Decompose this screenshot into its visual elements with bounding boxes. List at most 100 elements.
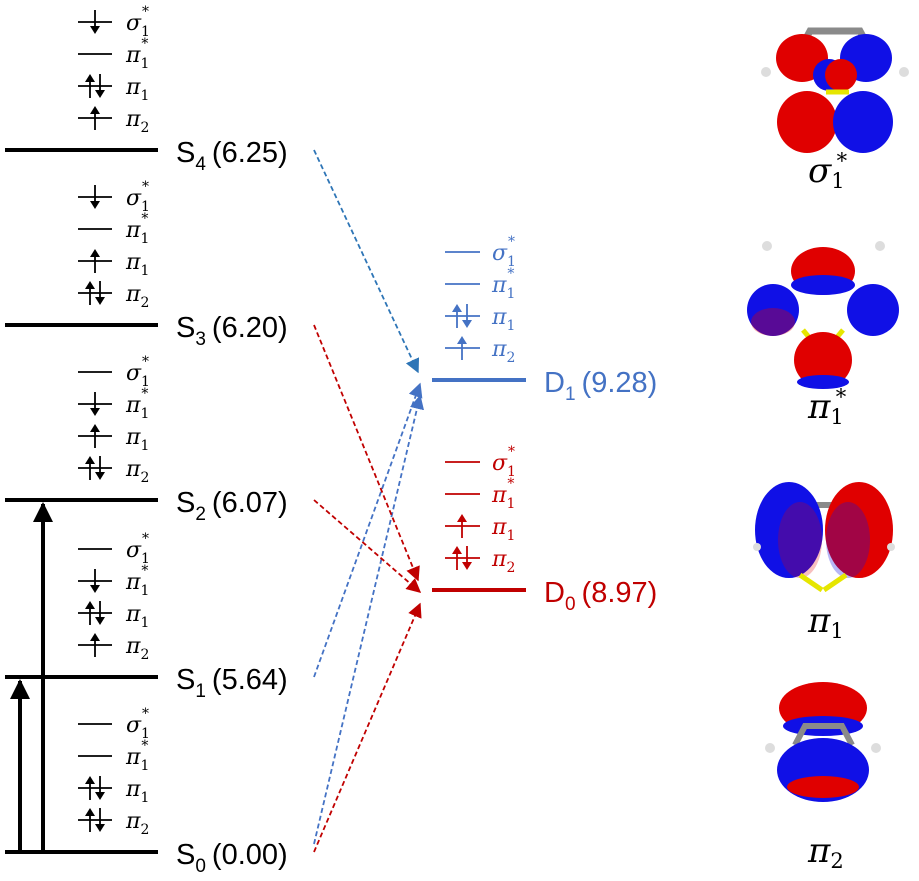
spin-up-head	[85, 456, 95, 464]
spin-up-head	[85, 74, 95, 82]
orbital-subscript: 1	[506, 496, 515, 512]
state-levels: S4(6.25)σ1*π1*π1π2S3(6.20)σ1*π1*π1π2S2(6…	[5, 4, 657, 877]
orbital-superscript: *	[142, 706, 149, 722]
orbital-superscript: *	[508, 444, 515, 460]
orbital-label: π1*	[491, 476, 515, 512]
mo-picture-pi1star	[747, 241, 899, 389]
spin-down-head	[462, 320, 472, 328]
orbital-label: π1*	[491, 266, 515, 302]
orbital-label: σ1*	[126, 179, 150, 215]
orbital-superscript: *	[142, 354, 149, 370]
orbital-label: π1	[125, 777, 149, 806]
orbital-subscript: 2	[140, 822, 149, 838]
orbital-subscript: 1	[140, 406, 149, 422]
mo-picture-sigma1star	[761, 27, 909, 153]
orbital-symbol: π	[125, 570, 141, 595]
spin-down-head	[95, 472, 105, 480]
orbital-subscript: 2	[140, 120, 149, 136]
orbital-label: π1	[125, 425, 149, 454]
orbital-subscript: 1	[140, 88, 149, 104]
state-label: S2(6.07)	[176, 487, 288, 525]
spin-down-head	[90, 26, 100, 34]
orbital-symbol: π	[125, 250, 141, 275]
orbital-label: π2	[125, 809, 149, 838]
orbital-label: σ1 *	[126, 354, 150, 390]
orbital-symbol: π	[125, 602, 141, 627]
orbital-label: π2	[125, 634, 149, 663]
orbital-superscript: *	[141, 563, 148, 579]
state-label: D0(8.97)	[544, 577, 657, 615]
orbital-symbol: π	[125, 777, 141, 802]
orbital-subscript: 1	[831, 169, 844, 193]
orbital-subscript: 1	[507, 254, 516, 270]
orbital-symbol: σ	[808, 151, 832, 191]
orbital-label: σ1*	[126, 4, 150, 40]
orbital-symbol: π	[491, 547, 507, 572]
orbital-symbol: π	[807, 831, 831, 871]
orbital-symbol: σ	[126, 11, 142, 36]
spin-up-head	[452, 304, 462, 312]
orbital-symbol: σ	[126, 713, 142, 738]
orbital-subscript: 2	[140, 647, 149, 663]
spin-up-head	[457, 336, 467, 344]
orbital-label: π1*	[125, 36, 149, 72]
orbital-subscript: 1	[141, 24, 150, 40]
orbital-superscript: *	[507, 266, 514, 282]
state-letter: D	[544, 577, 565, 609]
orbital-subscript: 1	[830, 405, 843, 429]
orbital-symbol: π	[125, 218, 141, 243]
orbital-label: π1*	[125, 563, 149, 599]
orbital-symbol: σ	[126, 361, 142, 386]
spin-up-head	[90, 633, 100, 641]
orbital-symbol: σ	[492, 451, 508, 476]
orbital-symbol: π	[125, 43, 141, 68]
orbital-subscript: 1	[140, 758, 149, 774]
mo-label-sigma1star: σ1*	[808, 149, 848, 193]
state-energy: (5.64)	[212, 664, 288, 696]
orbital-label: π1	[491, 305, 515, 334]
mo-label-pi2: π2	[807, 831, 844, 873]
spin-down-head	[90, 585, 100, 593]
state-energy: (0.00)	[212, 839, 288, 871]
transition-arrows	[9, 149, 425, 853]
mo-label-pi1: π1	[807, 601, 844, 643]
orbital-subscript: 1	[507, 464, 516, 480]
orbital-superscript: *	[142, 179, 149, 195]
orbital-subscript: 1	[140, 615, 149, 631]
orbital-symbol: π	[807, 601, 831, 641]
state-label: S3(6.20)	[176, 312, 288, 350]
orbital-label: π2	[125, 282, 149, 311]
orbital-superscript: *	[141, 211, 148, 227]
state-letter: S	[176, 664, 195, 696]
orbital-symbol: π	[125, 457, 141, 482]
orbital-symbol: π	[491, 515, 507, 540]
state-index: 1	[565, 384, 576, 405]
orbital-symbol: π	[125, 107, 141, 132]
state-energy: (6.07)	[212, 487, 288, 519]
spin-up-head	[90, 424, 100, 432]
orbital-superscript: *	[507, 476, 514, 492]
orbital-symbol: π	[491, 337, 507, 362]
orbital-subscript: 1	[141, 374, 150, 390]
state-letter: S	[176, 137, 195, 169]
state-index: 2	[195, 504, 206, 525]
orbital-subscript: 1	[506, 318, 515, 334]
orbital-symbol: π	[125, 634, 141, 659]
spin-up-head	[85, 808, 95, 816]
orbital-label: π1	[491, 515, 515, 544]
spin-up-head	[85, 601, 95, 609]
orbital-superscript: *	[141, 738, 148, 754]
state-index: 0	[565, 594, 576, 615]
mo-picture-pi1	[753, 482, 895, 593]
orbital-label: σ1 *	[492, 444, 516, 480]
state-label: S0(0.00)	[176, 839, 288, 877]
molecular-orbital-pictures	[747, 27, 909, 802]
orbital-subscript: 2	[830, 849, 843, 873]
orbital-subscript: 2	[140, 295, 149, 311]
orbital-subscript: 1	[141, 199, 150, 215]
spin-up-head	[85, 281, 95, 289]
